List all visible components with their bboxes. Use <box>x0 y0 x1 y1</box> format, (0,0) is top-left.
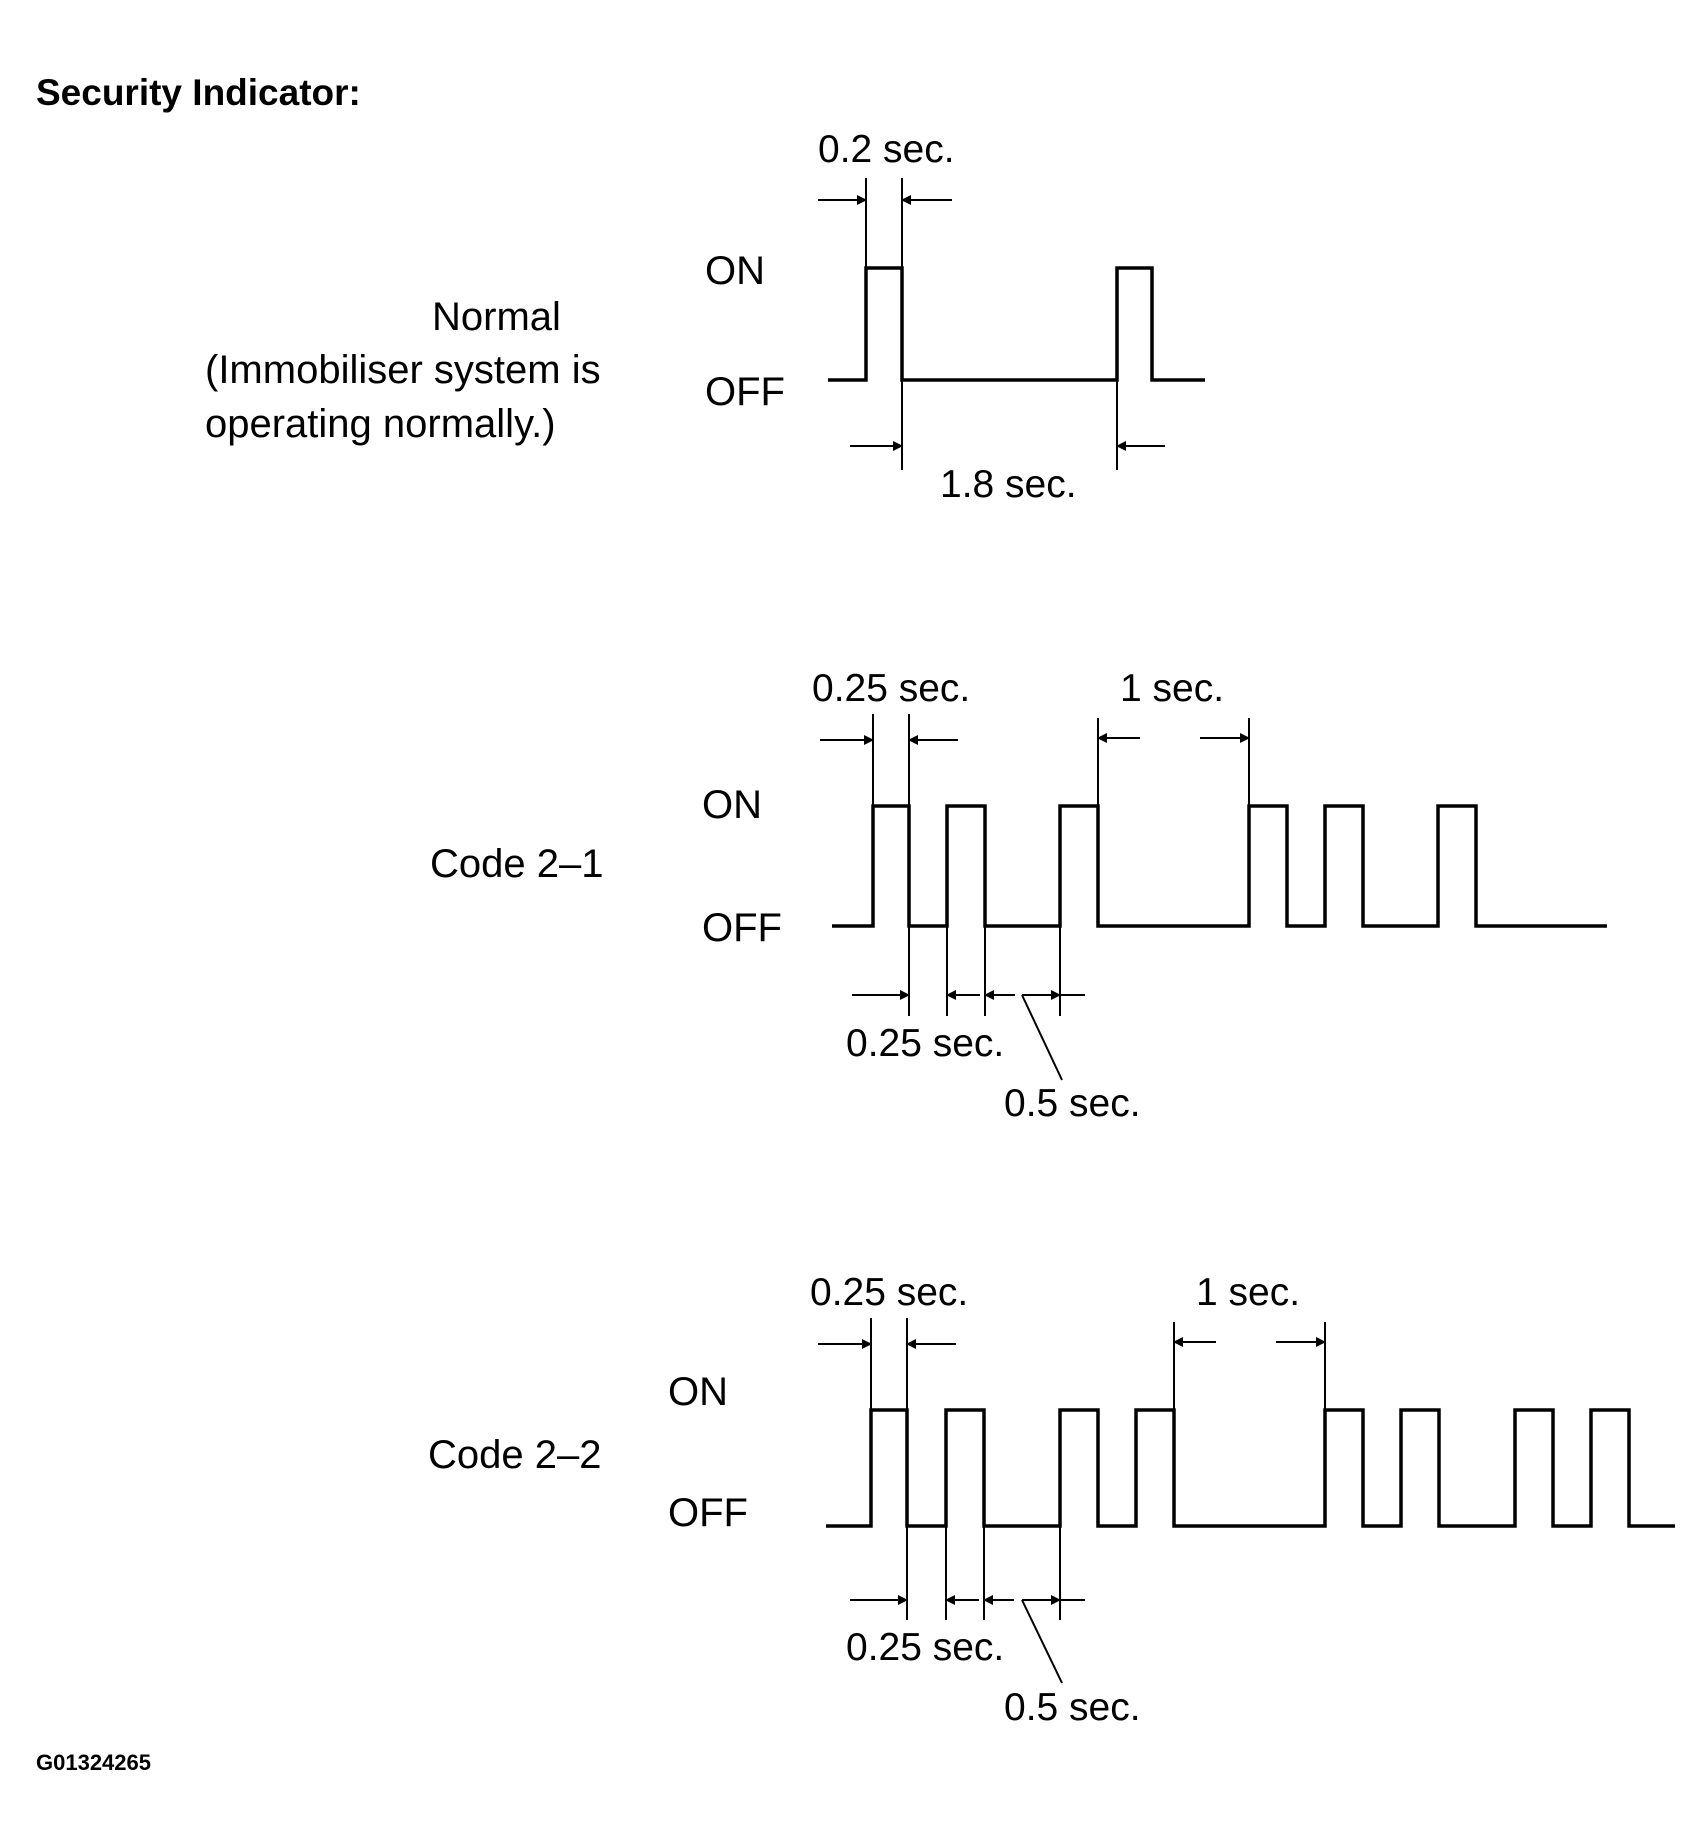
normal-label-line-3: operating normally.) <box>205 402 556 446</box>
panel-normal: Normal (Immobiliser system is operating … <box>205 128 1205 506</box>
code-2-1-off-short-label: 0.25 sec. <box>846 1022 1004 1065</box>
code-2-2-on-label: ON <box>668 1370 728 1414</box>
code-2-1-off-label: OFF <box>702 906 782 950</box>
code-2-2-label: Code 2–2 <box>428 1433 601 1477</box>
normal-off-label: OFF <box>705 370 785 414</box>
normal-label-line-2: (Immobiliser system is <box>205 348 601 392</box>
code-2-2-off-label: OFF <box>668 1491 748 1535</box>
code-2-2-group-gap-label: 1 sec. <box>1196 1271 1300 1314</box>
panel-code-2-1: Code 2–1 ON OFF 0.25 sec. 1 sec. 0.25 se… <box>430 667 1607 1125</box>
code-2-1-waveform <box>832 804 1607 928</box>
code-2-1-off-long-label: 0.5 sec. <box>1004 1082 1141 1125</box>
normal-waveform <box>828 266 1205 382</box>
code-2-2-off-long-label: 0.5 sec. <box>1004 1686 1141 1729</box>
normal-on-time-label: 0.2 sec. <box>818 128 955 171</box>
figure-id: G01324265 <box>36 1750 151 1775</box>
normal-off-time-label: 1.8 sec. <box>940 463 1077 506</box>
code-2-1-label: Code 2–1 <box>430 842 603 886</box>
normal-label-line-1: Normal <box>432 295 561 339</box>
code-2-1-group-gap-label: 1 sec. <box>1120 667 1224 710</box>
code-2-2-waveform <box>826 1408 1675 1528</box>
normal-on-label: ON <box>705 249 765 293</box>
code-2-2-on-time-label: 0.25 sec. <box>810 1271 968 1314</box>
code-2-1-on-time-label: 0.25 sec. <box>812 667 970 710</box>
code-2-1-on-label: ON <box>702 783 762 827</box>
panel-code-2-2: Code 2–2 ON OFF 0.25 sec. 1 sec. 0.25 se… <box>428 1271 1675 1729</box>
code-2-2-off-short-label: 0.25 sec. <box>846 1626 1004 1669</box>
diagram-title: Security Indicator: <box>36 72 361 113</box>
